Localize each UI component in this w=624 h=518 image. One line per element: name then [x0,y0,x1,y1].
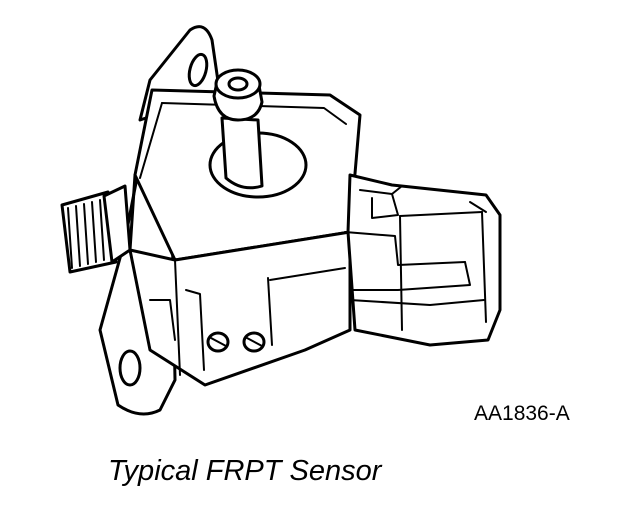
figure-caption: Typical FRPT Sensor [108,455,382,487]
vent-hole-left [206,331,230,353]
electrical-connector [344,173,502,347]
pressure-port [208,68,308,199]
flange-hole-bottom [118,349,142,387]
vent-hole-right [242,331,266,353]
flange-hole-top [187,52,209,88]
figure-code: AA1836-A [474,402,570,425]
threaded-fitting [60,184,132,274]
